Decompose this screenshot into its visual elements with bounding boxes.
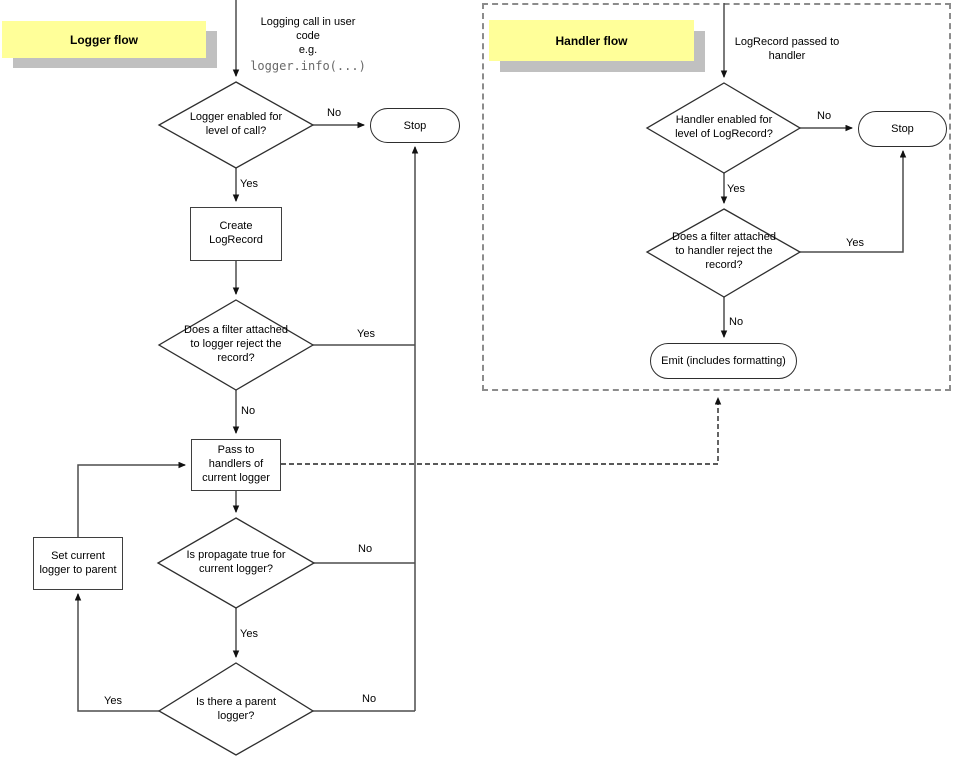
diamond-logger-level-check: Logger enabled for level of call? [176,103,296,147]
diamond-handler-level-check-text: Handler enabled for level of LogRecord? [675,114,773,140]
diamond-handler-filter-check: Does a filter attached to handler reject… [660,228,788,276]
edge-handler-filter-yes-to-stop [800,150,907,253]
diamond-logger-level-check-text: Logger enabled for level of call? [189,111,283,137]
logger-stop-node: Stop [370,108,460,143]
logger-stop-label: Stop [403,119,427,132]
diamond-handler-filter-check-shape [645,208,802,298]
diamond-handler-level-check: Handler enabled for level of LogRecord? [664,106,784,150]
label-filter-yes: Yes [357,328,375,340]
label-handler-level-yes: Yes [727,183,745,195]
diamond-propagate-check: Is propagate true for current logger? [172,541,300,585]
handler-flow-title: Handler flow [555,33,628,48]
logger-code-example: logger.info(...) [250,58,366,73]
set-current-logger-node: Set current logger to parent [33,537,123,590]
logger-flow-title: Logger flow [70,32,138,47]
label-handler-filter-no: No [729,316,744,328]
handler-start-note-text: LogRecord passed to handler [734,36,840,62]
emit-node: Emit (includes formatting) [650,343,797,379]
logger-flow-banner: Logger flow [2,21,206,58]
label-propagate-yes: Yes [240,628,258,640]
label-propagate-no: No [358,543,373,555]
diamond-parent-check: Is there a parent logger? [186,688,286,732]
label-parent-yes: Yes [104,695,122,707]
label-level-no: No [327,107,342,119]
handler-start-note: LogRecord passed to handler [722,36,852,64]
diamond-parent-check-shape [157,662,315,756]
emit-label: Emit (includes formatting) [661,355,786,367]
label-handler-level-no: No [817,110,832,122]
label-filter-no: No [241,405,256,417]
diamond-logger-filter-check: Does a filter attached to logger reject … [172,321,300,369]
diamond-logger-filter-check-shape [157,299,315,391]
diamond-propagate-check-text: Is propagate true for current logger? [186,549,286,575]
diamond-parent-check-text: Is there a parent logger? [195,696,277,722]
diamond-handler-level-check-shape [645,82,802,174]
logger-start-note-text: Logging call in user code e.g. [260,16,356,56]
create-logrecord-text: Create LogRecord [209,220,263,246]
logger-start-note: Logging call in user code e.g. logger.in… [243,16,373,74]
handler-flow-banner: Handler flow [489,20,694,61]
diamond-logger-level-check-shape [157,81,315,169]
handler-stop-label: Stop [891,123,914,135]
edge-parent-yes-to-set [74,593,159,712]
diamond-handler-filter-check-text: Does a filter attached to handler reject… [672,231,776,271]
create-logrecord-node: Create LogRecord [190,207,282,261]
pass-to-handlers-text: Pass to handlers of current logger [202,444,270,484]
handler-stop-node: Stop [858,111,947,147]
edge-set-to-pass [77,461,186,537]
label-handler-filter-yes: Yes [846,237,864,249]
set-current-logger-text: Set current logger to parent [39,549,117,576]
diamond-propagate-check-shape [156,517,316,609]
diamond-logger-filter-check-text: Does a filter attached to logger reject … [184,324,288,364]
pass-to-handlers-node: Pass to handlers of current logger [191,439,281,491]
label-parent-no: No [362,693,377,705]
label-level-yes: Yes [240,178,258,190]
edge-pass-to-handler-flow-dashed [281,397,722,465]
